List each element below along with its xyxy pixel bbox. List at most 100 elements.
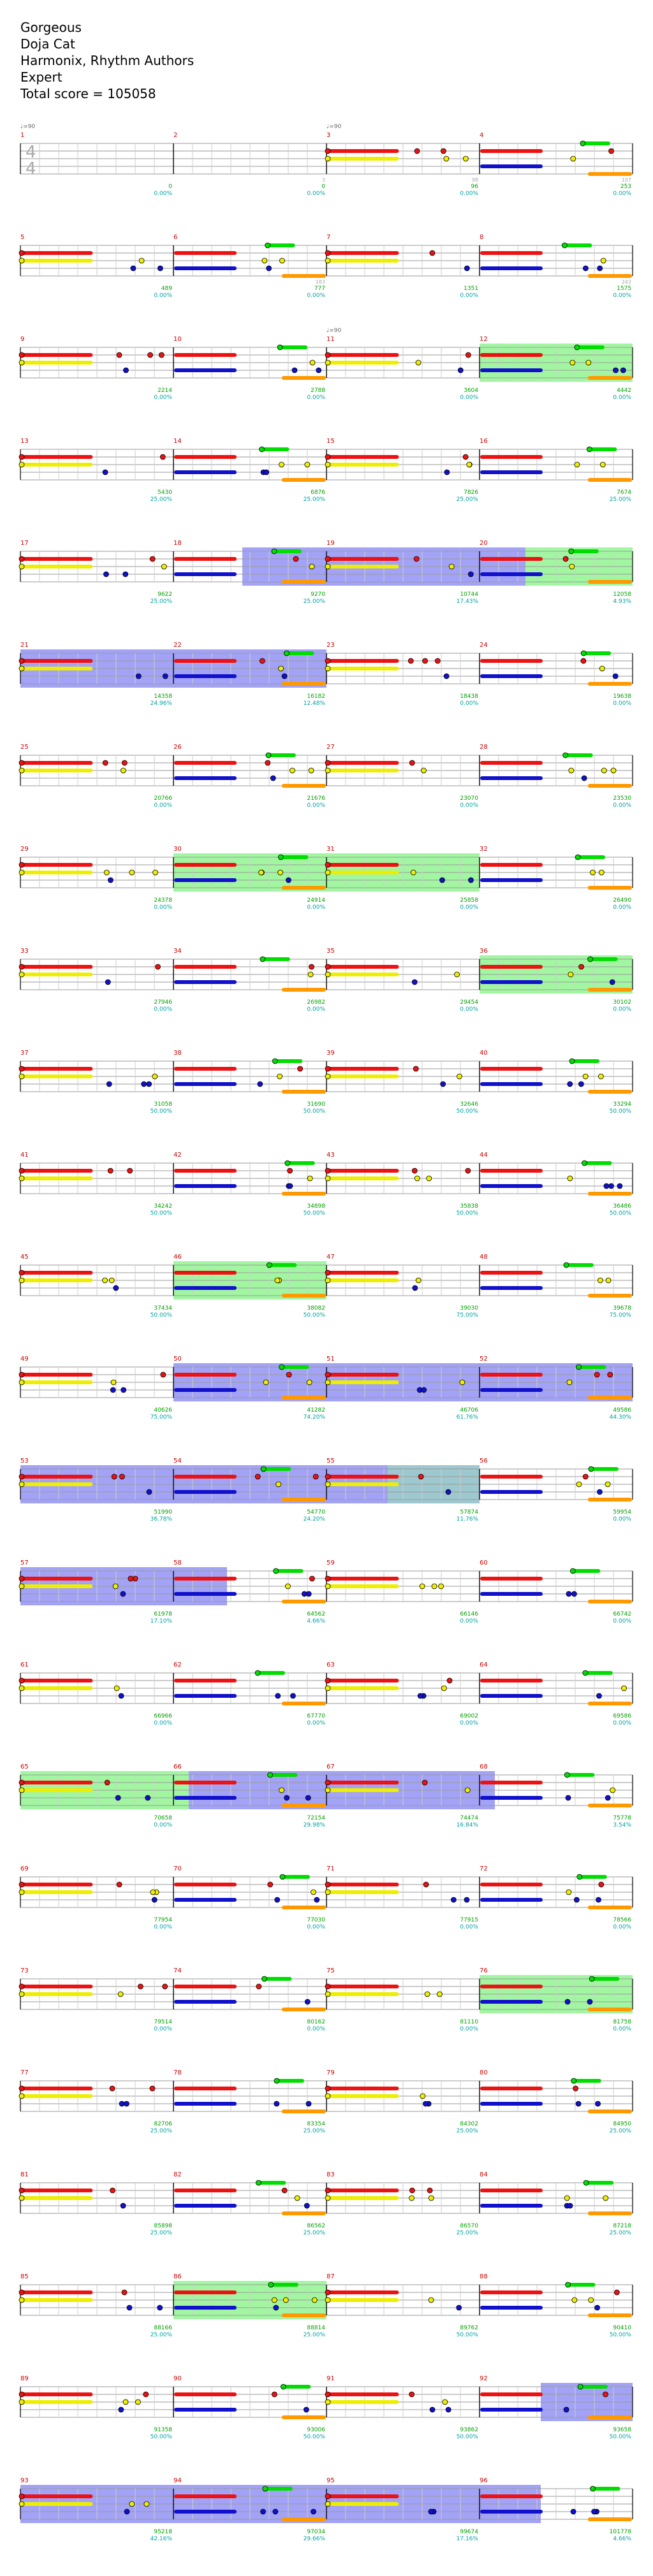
note-blue <box>304 2203 310 2209</box>
measure-percent: 0.00% <box>154 1006 172 1013</box>
note-red <box>149 556 156 562</box>
note-red <box>325 2085 331 2092</box>
note-blue <box>273 2305 279 2311</box>
measure-number: 11 <box>326 336 335 343</box>
note-red <box>111 1473 117 1480</box>
note-blue <box>275 1693 281 1699</box>
measure-percent: 50.00% <box>457 1108 479 1115</box>
note-yellow <box>294 2195 300 2201</box>
note-green <box>569 1568 576 1574</box>
note-blue <box>578 1081 584 1087</box>
note-red <box>18 2085 25 2092</box>
note-yellow <box>117 1991 124 1997</box>
measure-number: 81 <box>20 2171 29 2178</box>
measure-score: 2788 <box>311 387 325 394</box>
note-red <box>119 1473 125 1480</box>
note-count: 98 <box>472 177 478 183</box>
measure-number: 72 <box>480 1865 488 1872</box>
song-difficulty: Expert <box>20 69 62 85</box>
note-red <box>613 2289 620 2296</box>
note-blue <box>141 1081 147 1087</box>
measure-number: 10 <box>173 336 182 343</box>
measure-percent: 50.00% <box>610 2434 632 2440</box>
measure-score: 77915 <box>460 1917 478 1923</box>
note-yellow <box>18 461 25 468</box>
measure-number: 39 <box>326 1050 335 1057</box>
note-red <box>422 1779 428 1786</box>
measure-percent: 0.00% <box>613 1720 631 1726</box>
note-yellow <box>152 869 158 876</box>
measure-score: 66742 <box>613 1611 631 1617</box>
note-blue <box>110 1387 116 1393</box>
measure-percent: 0.00% <box>307 2026 325 2032</box>
measure-percent: 0.00% <box>613 700 631 707</box>
note-yellow <box>161 563 167 570</box>
measure-percent: 44.30% <box>610 1414 632 1421</box>
note-yellow <box>150 1889 156 1895</box>
note-yellow <box>325 461 331 468</box>
note-count: 3 <box>322 177 325 183</box>
note-green <box>277 854 284 860</box>
note-red <box>325 556 331 562</box>
measure-percent: 0.00% <box>307 1924 325 1930</box>
note-yellow <box>285 1583 291 1589</box>
measure-score: 39030 <box>460 1305 478 1312</box>
note-yellow <box>325 1175 331 1182</box>
note-blue <box>145 1795 151 1801</box>
note-yellow <box>590 869 596 876</box>
measure-percent: 61.76% <box>457 1414 479 1421</box>
note-blue <box>467 571 474 577</box>
measure-percent: 3.54% <box>613 1822 631 1828</box>
time-signature-top: 4 <box>26 143 36 162</box>
note-green <box>260 1466 267 1472</box>
note-yellow <box>18 1379 25 1386</box>
measure-score: 19638 <box>613 693 631 700</box>
note-red <box>429 250 436 256</box>
note-blue <box>124 2101 129 2107</box>
measure-percent: 0.00% <box>154 2026 172 2032</box>
measure-percent: 4.66% <box>613 2536 631 2542</box>
measure-number: 23 <box>326 642 335 649</box>
measure-percent: 25.00% <box>304 2332 326 2338</box>
note-blue <box>457 367 464 373</box>
note-yellow <box>18 257 25 264</box>
measure-percent: 16.84% <box>457 1822 479 1828</box>
note-yellow <box>114 1685 120 1691</box>
note-blue <box>445 2406 451 2413</box>
measure-score: 12058 <box>613 591 631 598</box>
measure-score: 1351 <box>464 286 478 292</box>
measure-percent: 0.00% <box>307 191 325 197</box>
note-green <box>565 2282 571 2288</box>
measure-number: 40 <box>480 1050 488 1057</box>
measure-percent: 4.66% <box>307 1618 325 1624</box>
measure-score: 14358 <box>154 693 172 700</box>
note-blue <box>445 1489 451 1495</box>
note-red <box>104 1779 110 1786</box>
note-red <box>325 1473 331 1480</box>
measure-score: 99674 <box>460 2529 478 2535</box>
note-blue <box>274 2101 280 2107</box>
note-blue <box>102 469 108 475</box>
note-yellow <box>279 1787 285 1793</box>
note-yellow <box>304 461 311 468</box>
note-yellow <box>325 1787 331 1793</box>
measure-score: 0 <box>321 184 325 190</box>
note-blue <box>124 2508 130 2515</box>
note-blue <box>260 2508 266 2515</box>
note-red <box>325 2493 331 2500</box>
measure-number: 44 <box>480 1152 488 1159</box>
measure-number: 1 <box>20 132 24 139</box>
note-blue <box>157 2305 163 2311</box>
note-red <box>121 760 128 766</box>
measure-percent: 25.00% <box>304 496 326 503</box>
